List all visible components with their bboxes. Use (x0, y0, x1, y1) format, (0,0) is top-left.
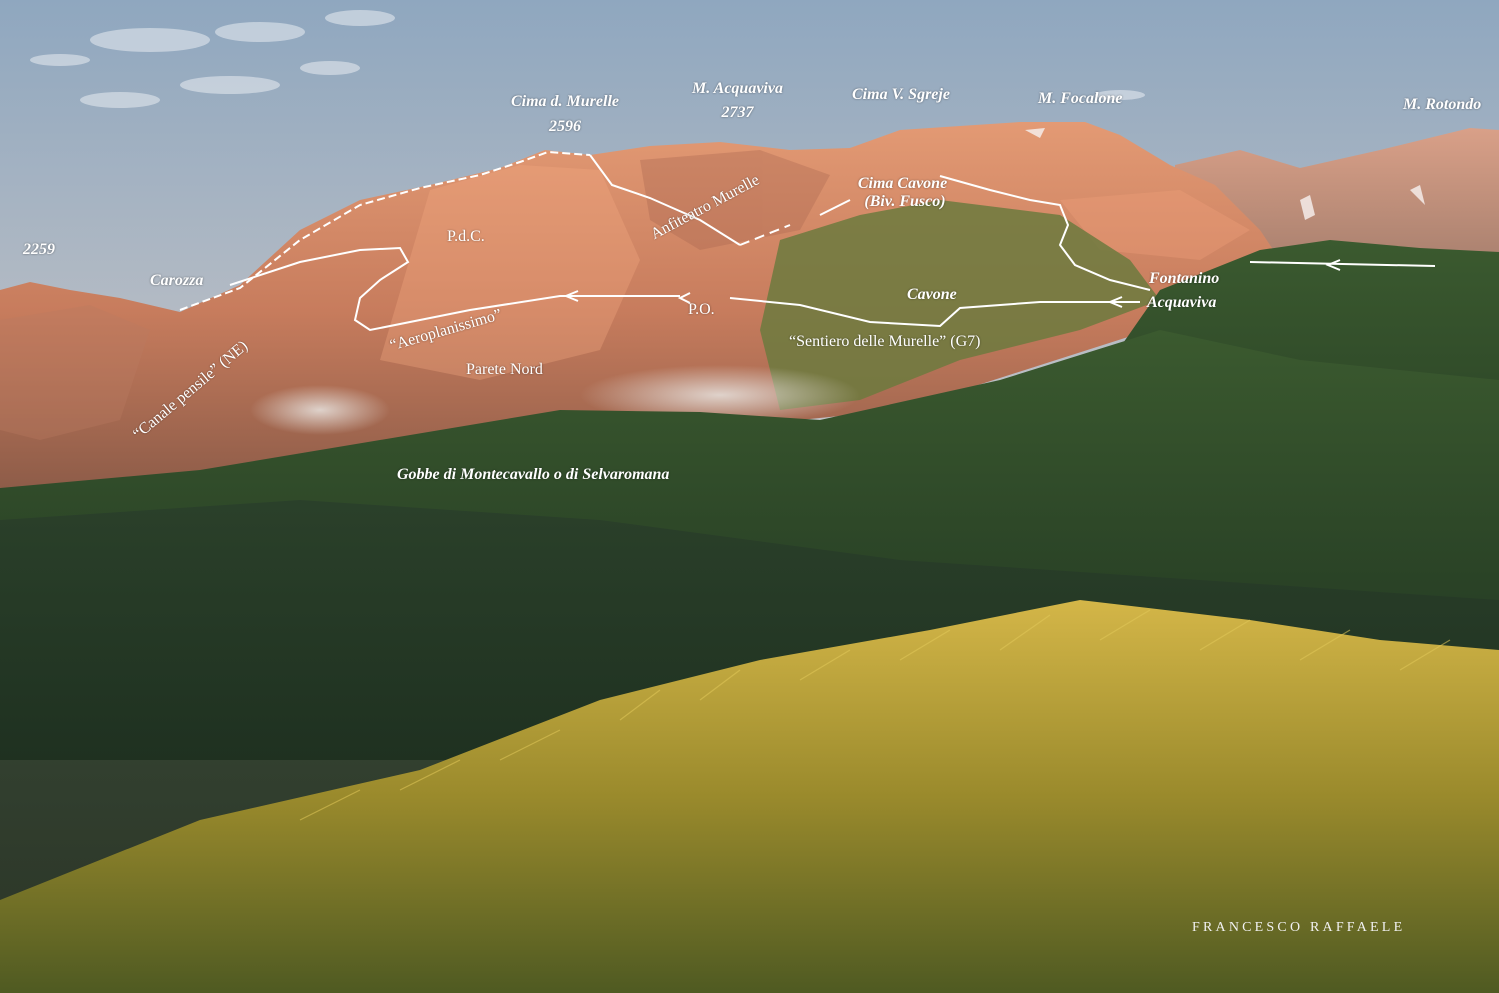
label-pdc: P.d.C. (447, 228, 485, 245)
label-cima-murelle-elevation: 2596 (549, 118, 581, 135)
label-rotondo: M. Rotondo (1403, 96, 1482, 113)
ridge-route-dashed (179, 150, 591, 311)
label-acquaviva-elevation: 2737 (721, 104, 754, 121)
anfiteatro-route (739, 224, 791, 246)
label-sentiero-murelle: “Sentiero delle Murelle” (G7) (789, 333, 981, 350)
mist-cloud (580, 365, 860, 425)
label-acquaviva-spring: Acquaviva (1147, 294, 1217, 311)
label-fontanino: Fontanino (1149, 270, 1220, 287)
label-cavone: Cavone (907, 286, 957, 303)
clouds (30, 10, 1145, 108)
label-carozza: Carozza (150, 272, 204, 289)
label-acquaviva: M. Acquaviva (692, 80, 783, 97)
murelle-descent (589, 154, 741, 246)
label-biv-fusco: (Biv. Fusco) (864, 193, 946, 210)
approach-route (1249, 261, 1436, 267)
label-cima-cavone: Cima Cavone (857, 175, 948, 192)
snow-patches (1025, 128, 1425, 220)
photographer-credit: FRANCESCO RAFFAELE (1192, 920, 1406, 935)
route-arrows (563, 259, 1341, 308)
label-parete-nord: Parete Nord (466, 361, 543, 378)
label-po: P.O. (688, 301, 715, 318)
cavone-route (939, 175, 1151, 291)
label-gobbe: Gobbe di Montecavallo o di Selvaromana (397, 466, 670, 483)
label-elevation-2259: 2259 (23, 241, 55, 258)
aeroplanissimo-route (229, 246, 680, 332)
route-lines (179, 150, 1436, 332)
grass-blades (299, 609, 1451, 821)
sentiero-murelle-route (729, 297, 1140, 328)
green-slope (760, 200, 1160, 410)
rock-shading (0, 150, 1250, 440)
anfiteatro-route-2 (819, 199, 851, 216)
mist-cloud-left (250, 385, 390, 435)
foreground-grass (0, 600, 1499, 993)
label-focalone: M. Focalone (1038, 90, 1123, 107)
label-cima-murelle: Cima d. Murelle (510, 93, 619, 110)
label-cima-sgreje: Cima V. Sgreje (852, 86, 950, 103)
